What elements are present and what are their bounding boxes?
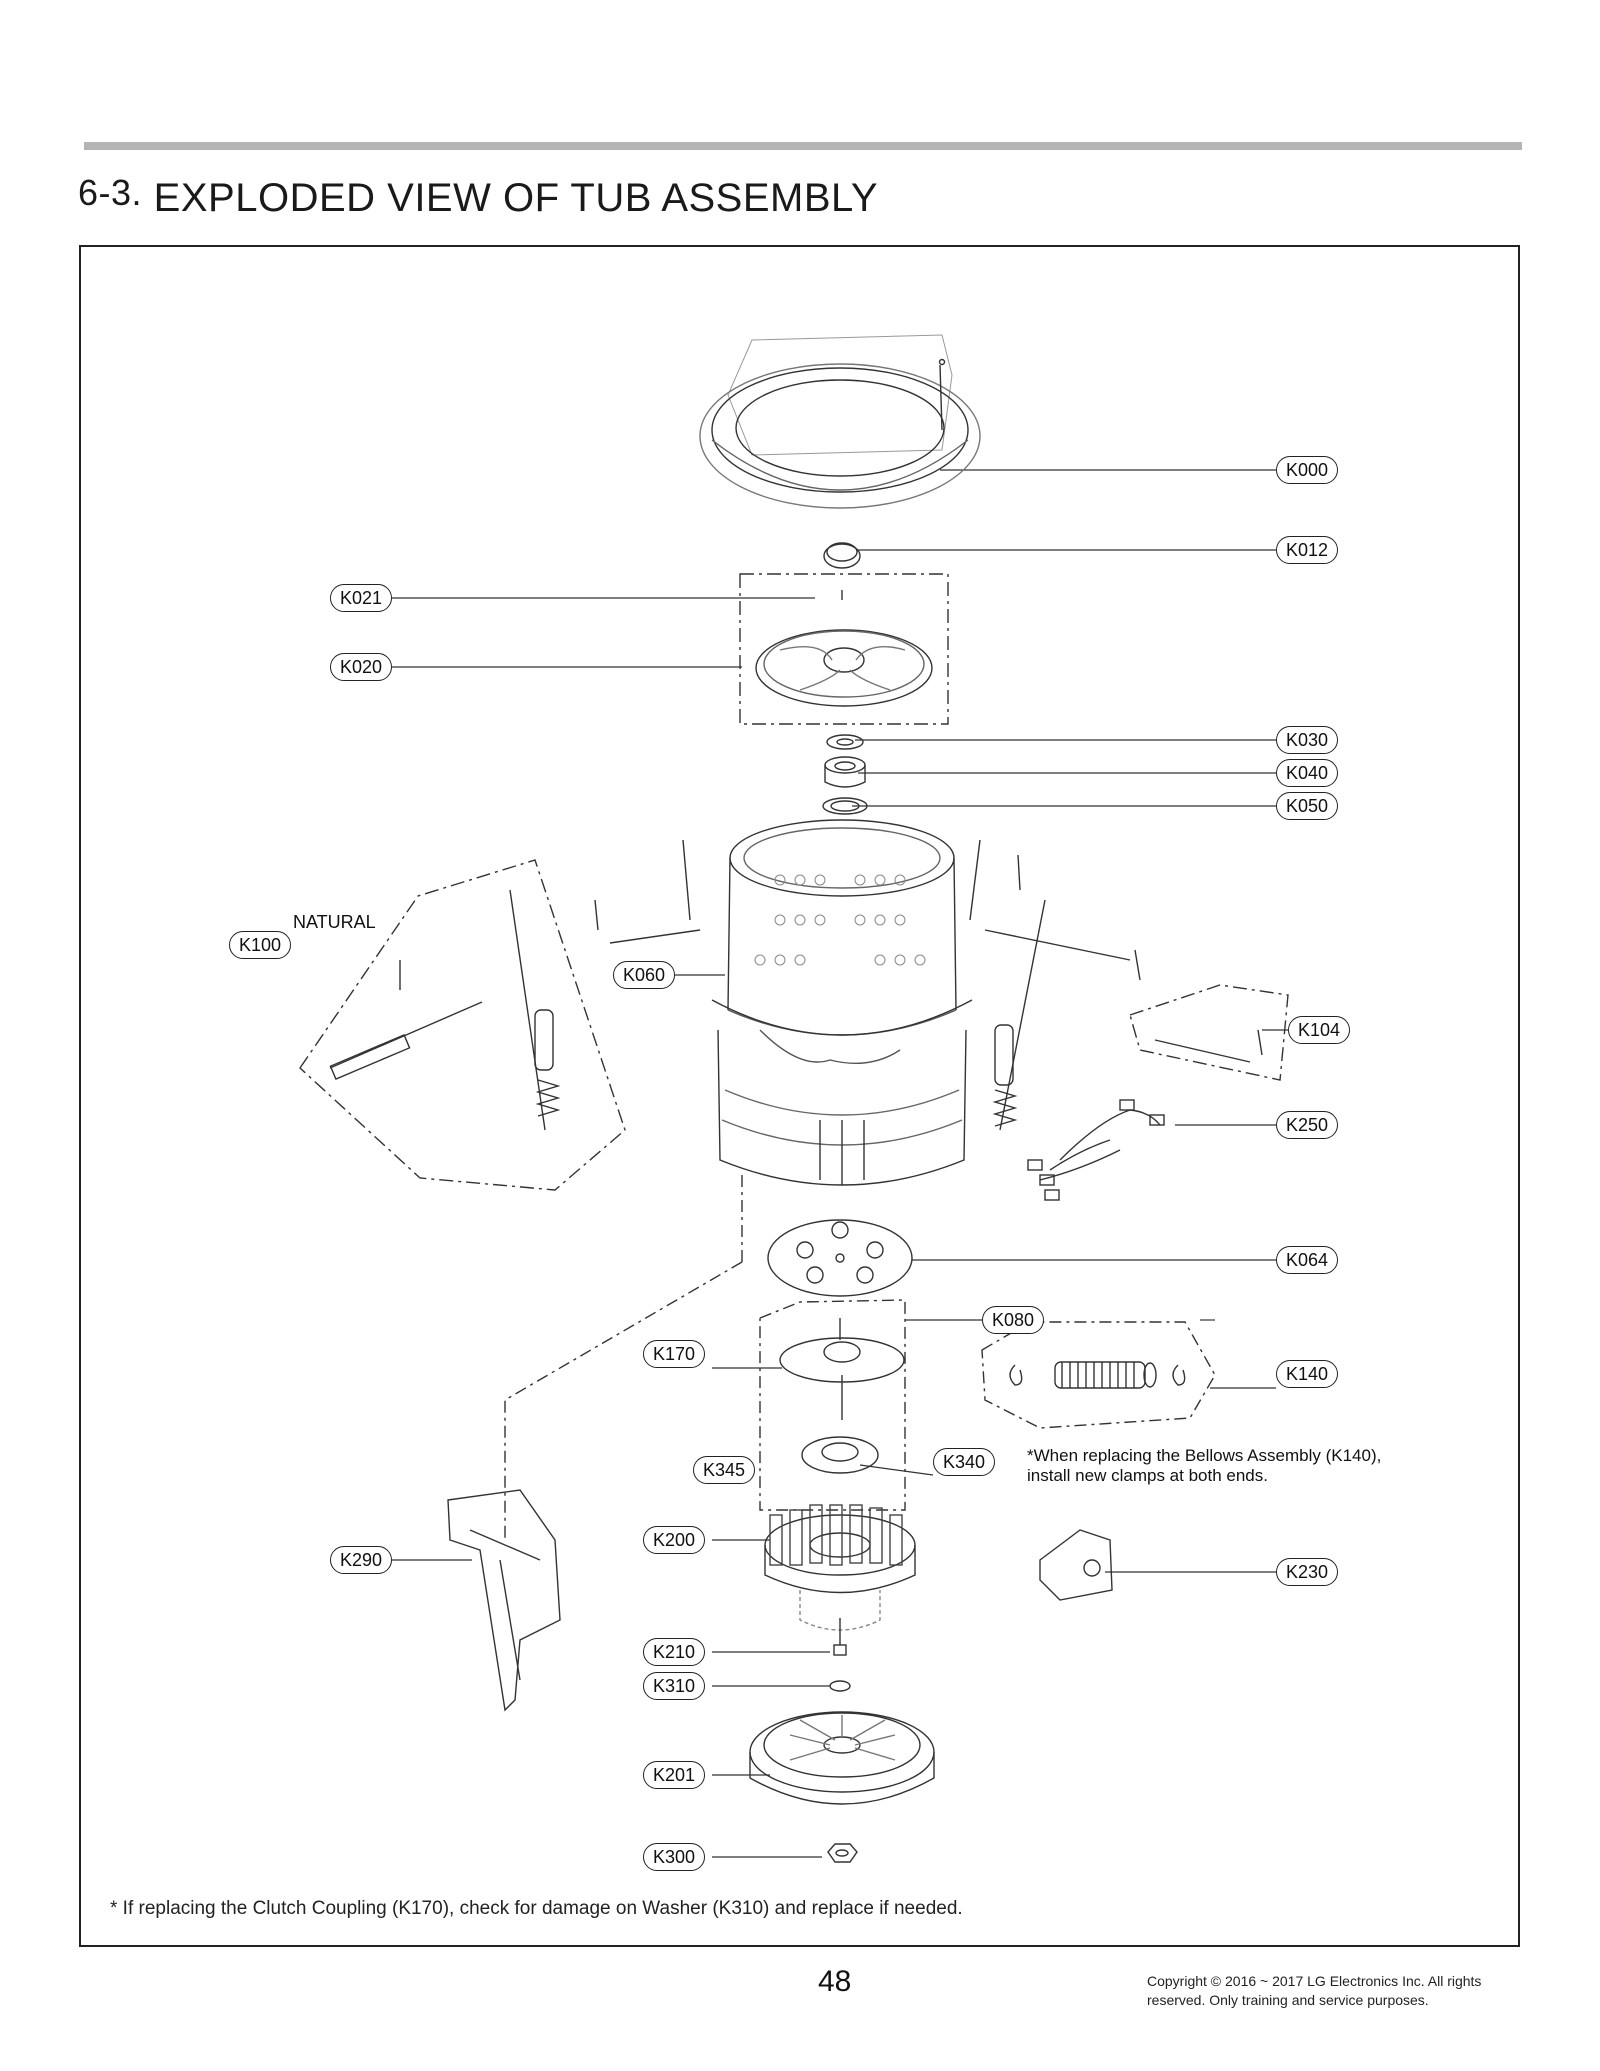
washer-k310-drawing [829, 1680, 851, 1692]
callout-k030: K030 [1276, 726, 1338, 754]
hex-nut-drawing [827, 1843, 858, 1863]
copyright-notice: Copyright © 2016 ~ 2017 LG Electronics I… [1147, 1972, 1500, 2010]
section-title: EXPLODED VIEW OF TUB ASSEMBLY [153, 176, 878, 220]
bolt-drawing [833, 1618, 847, 1656]
suspension-box-right [1129, 984, 1289, 1081]
callout-k000: K000 [1276, 456, 1338, 484]
callout-k201: K201 [643, 1761, 705, 1789]
bellows-note-line-2: install new clamps at both ends. [1027, 1466, 1268, 1485]
clutch-drawing [779, 1318, 905, 1474]
washer-drawing [826, 734, 864, 750]
callout-k310: K310 [643, 1672, 705, 1700]
page-number: 48 [818, 1965, 852, 1998]
bellows-note-line-1: *When replacing the Bellows Assembly (K1… [1027, 1446, 1382, 1465]
diagram-frame [79, 245, 1520, 1947]
suspension-rods-left [329, 839, 701, 1131]
natural-label: NATURAL [293, 912, 376, 932]
callout-k170: K170 [643, 1340, 705, 1368]
callout-k300: K300 [643, 1843, 705, 1871]
callout-k020: K020 [330, 653, 392, 681]
callout-k250: K250 [1276, 1111, 1338, 1139]
callout-k140: K140 [1276, 1360, 1338, 1388]
callout-k064: K064 [1276, 1246, 1338, 1274]
clutch-footnote: * If replacing the Clutch Coupling (K170… [110, 1898, 963, 1919]
nut-drawing [824, 756, 866, 788]
callout-k210: K210 [643, 1638, 705, 1666]
wire-harness-drawing [1027, 1099, 1165, 1201]
suspension-rods-right [969, 839, 1141, 1131]
callout-k230: K230 [1276, 1558, 1338, 1586]
bellows-drawing [1009, 1361, 1186, 1389]
section-number: 6-3. [78, 172, 143, 213]
header-rule [84, 142, 1522, 150]
callout-k080: K080 [982, 1306, 1044, 1334]
callout-k100: K100 [229, 931, 291, 959]
callout-k050: K050 [1276, 792, 1338, 820]
callout-k060: K060 [613, 961, 675, 989]
callout-k345: K345 [693, 1456, 755, 1484]
tub-drawing [711, 819, 973, 1186]
page-title: 6-3. EXPLODED VIEW OF TUB ASSEMBLY [78, 172, 878, 221]
copyright-line-1: Copyright © 2016 ~ 2017 LG Electronics I… [1147, 1973, 1482, 1989]
tub-cover-drawing [699, 334, 981, 509]
stator-drawing [764, 1504, 916, 1631]
callout-k012: K012 [1276, 536, 1338, 564]
seal-drawing [822, 797, 868, 815]
plate-drawing [767, 1219, 913, 1297]
copyright-line-2: reserved. Only training and service purp… [1147, 1992, 1429, 2008]
callout-k340: K340 [933, 1448, 995, 1476]
callout-k104: K104 [1288, 1016, 1350, 1044]
callout-k200: K200 [643, 1526, 705, 1554]
callout-k040: K040 [1276, 759, 1338, 787]
bracket-drawing [447, 1489, 561, 1712]
cap-drawing [823, 542, 861, 569]
leader-lines [350, 469, 1288, 1858]
pulsator-drawing [755, 590, 933, 707]
pump-drawing [1039, 1529, 1113, 1601]
suspension-box-left [299, 859, 626, 1191]
callout-k290: K290 [330, 1546, 392, 1574]
callout-k021: K021 [330, 584, 392, 612]
rotor-drawing [749, 1711, 935, 1805]
